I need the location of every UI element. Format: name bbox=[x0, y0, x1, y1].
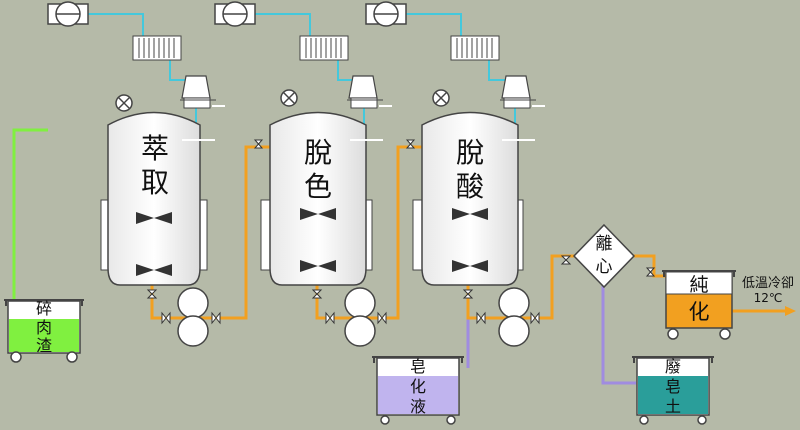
cart-label: 皂 bbox=[665, 377, 681, 396]
purify-label: 純 bbox=[689, 274, 708, 296]
valve-icon bbox=[377, 311, 387, 325]
pumps bbox=[177, 287, 530, 347]
output-label-line2: 12℃ bbox=[754, 291, 783, 305]
valve-icon bbox=[211, 311, 221, 325]
centrifuge-label: 心 bbox=[596, 257, 613, 277]
motor-icon bbox=[115, 94, 133, 112]
pump-2 bbox=[344, 287, 376, 347]
valve-icon bbox=[405, 139, 416, 149]
cart-label: 渣 bbox=[36, 336, 52, 355]
vacuum-units bbox=[47, 1, 545, 109]
valve-icon bbox=[560, 255, 572, 265]
motor-icon bbox=[432, 89, 450, 107]
tank-extraction: 萃 取 bbox=[100, 111, 215, 286]
purify-tank: 純 化 bbox=[662, 270, 736, 340]
cart-label: 廢 bbox=[665, 357, 681, 376]
valve-icon bbox=[325, 311, 335, 325]
valve-icon bbox=[311, 289, 323, 299]
tank-label: 脫 bbox=[304, 136, 332, 169]
vacuum-receiver-2 bbox=[347, 75, 392, 109]
tank-decolor: 脫 色 bbox=[260, 111, 383, 286]
agitator-blade-icon bbox=[452, 208, 488, 220]
cart-label: 土 bbox=[665, 397, 681, 416]
tank-deacid: 脫 酸 bbox=[412, 111, 535, 286]
tank-label: 萃 bbox=[141, 132, 169, 165]
pump-1 bbox=[177, 287, 209, 347]
centrifuge-label: 離 bbox=[596, 234, 613, 254]
tank-label: 酸 bbox=[456, 170, 484, 203]
cart-soap-stock: 廢 皂 土 bbox=[632, 356, 714, 425]
cart-meat-residue: 碎 肉 渣 bbox=[4, 299, 84, 363]
condenser-2 bbox=[299, 35, 349, 61]
centrifuge: 離 心 bbox=[572, 223, 636, 289]
vacuum-pump-2 bbox=[214, 1, 256, 27]
valves bbox=[146, 139, 656, 325]
condenser-1 bbox=[132, 35, 182, 61]
agitator-blade-icon bbox=[136, 264, 172, 276]
agitator-blade-icon bbox=[300, 208, 336, 220]
cart-soap-liquid: 皂 化 液 bbox=[372, 356, 464, 425]
raw-feed-line bbox=[12, 128, 48, 305]
condenser-3 bbox=[450, 35, 500, 61]
tank-label: 取 bbox=[141, 166, 169, 199]
cart-label: 液 bbox=[410, 397, 426, 416]
vacuum-pump-3 bbox=[365, 1, 407, 27]
agitator-blade-icon bbox=[300, 260, 336, 272]
vacuum-receiver-3 bbox=[500, 75, 545, 109]
soap-stock-line bbox=[601, 256, 636, 385]
valve-icon bbox=[161, 311, 171, 325]
valve-icon bbox=[253, 139, 264, 149]
agitator-motors bbox=[115, 89, 450, 112]
vacuum-receiver-1 bbox=[180, 75, 225, 109]
valve-icon bbox=[146, 289, 158, 299]
valve-icon bbox=[476, 311, 486, 325]
motor-icon bbox=[280, 89, 298, 107]
cart-label: 碎 bbox=[36, 299, 52, 318]
valve-icon bbox=[530, 311, 540, 325]
agitator-blade-icon bbox=[136, 212, 172, 224]
pump-3 bbox=[498, 287, 530, 347]
tank-label: 脫 bbox=[456, 136, 484, 169]
valve-icon bbox=[462, 289, 474, 299]
purify-label: 化 bbox=[689, 300, 710, 324]
cart-label: 皂 bbox=[410, 357, 426, 376]
cart-label: 肉 bbox=[36, 318, 52, 337]
vacuum-pump-1 bbox=[47, 1, 89, 27]
tank-label: 色 bbox=[304, 170, 332, 203]
cart-label: 化 bbox=[410, 377, 426, 396]
output-arrow bbox=[785, 306, 796, 316]
output-label-line1: 低溫冷卻 bbox=[742, 276, 794, 291]
agitator-blade-icon bbox=[452, 260, 488, 272]
valve-icon bbox=[645, 267, 656, 277]
